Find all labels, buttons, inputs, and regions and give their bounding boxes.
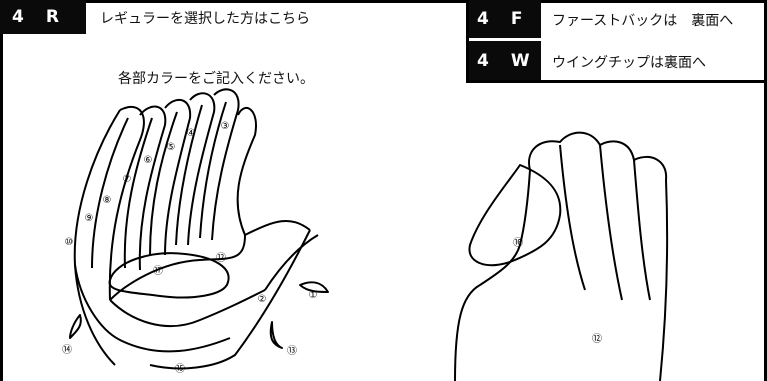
regular-title: レギュラーを選択した方はこちら bbox=[100, 11, 310, 27]
back-part-label-16: ⑯ bbox=[513, 237, 523, 249]
wing-title: ウイングチップは裏面へ bbox=[552, 55, 706, 71]
part-label-15: ⑮ bbox=[175, 363, 185, 375]
wing-code-letter: W bbox=[510, 50, 530, 71]
part-label-10: ⑩ bbox=[65, 237, 74, 248]
first-code-number: 4 bbox=[477, 9, 489, 29]
part-label-4: ④ bbox=[187, 128, 196, 139]
wing-code-number: 4 bbox=[477, 50, 489, 71]
regular-code-badge: 4 R bbox=[0, 0, 86, 34]
part-label-2: ② bbox=[258, 294, 267, 305]
back-part-label-12: ⑫ bbox=[592, 333, 602, 345]
part-label-5: ⑤ bbox=[167, 142, 176, 153]
color-instruction: 各部カラーをご記入ください。 bbox=[118, 71, 314, 87]
part-label-9: ⑨ bbox=[85, 213, 94, 224]
part-label-8: ⑧ bbox=[103, 195, 112, 206]
regular-code-number: 4 bbox=[12, 7, 24, 27]
part-label-1: ① bbox=[309, 290, 318, 301]
header-divider bbox=[466, 0, 469, 80]
part-label-3: ③ bbox=[221, 121, 230, 132]
part-label-14: ⑭ bbox=[62, 344, 72, 356]
part-label-17: ⑰ bbox=[153, 265, 163, 277]
first-code-badge: 4 F bbox=[469, 0, 541, 38]
wing-underline bbox=[466, 80, 767, 83]
part-label-12: ⑫ bbox=[216, 252, 226, 264]
part-label-13: ⑬ bbox=[287, 345, 297, 357]
first-code-letter: F bbox=[510, 9, 523, 29]
first-title: ファーストバックは 裏面へ bbox=[552, 13, 734, 29]
part-label-6: ⑥ bbox=[144, 155, 153, 166]
wing-code-badge: 4 W bbox=[469, 41, 541, 80]
part-label-7: ⑦ bbox=[123, 174, 132, 185]
regular-code-letter: R bbox=[45, 7, 59, 27]
